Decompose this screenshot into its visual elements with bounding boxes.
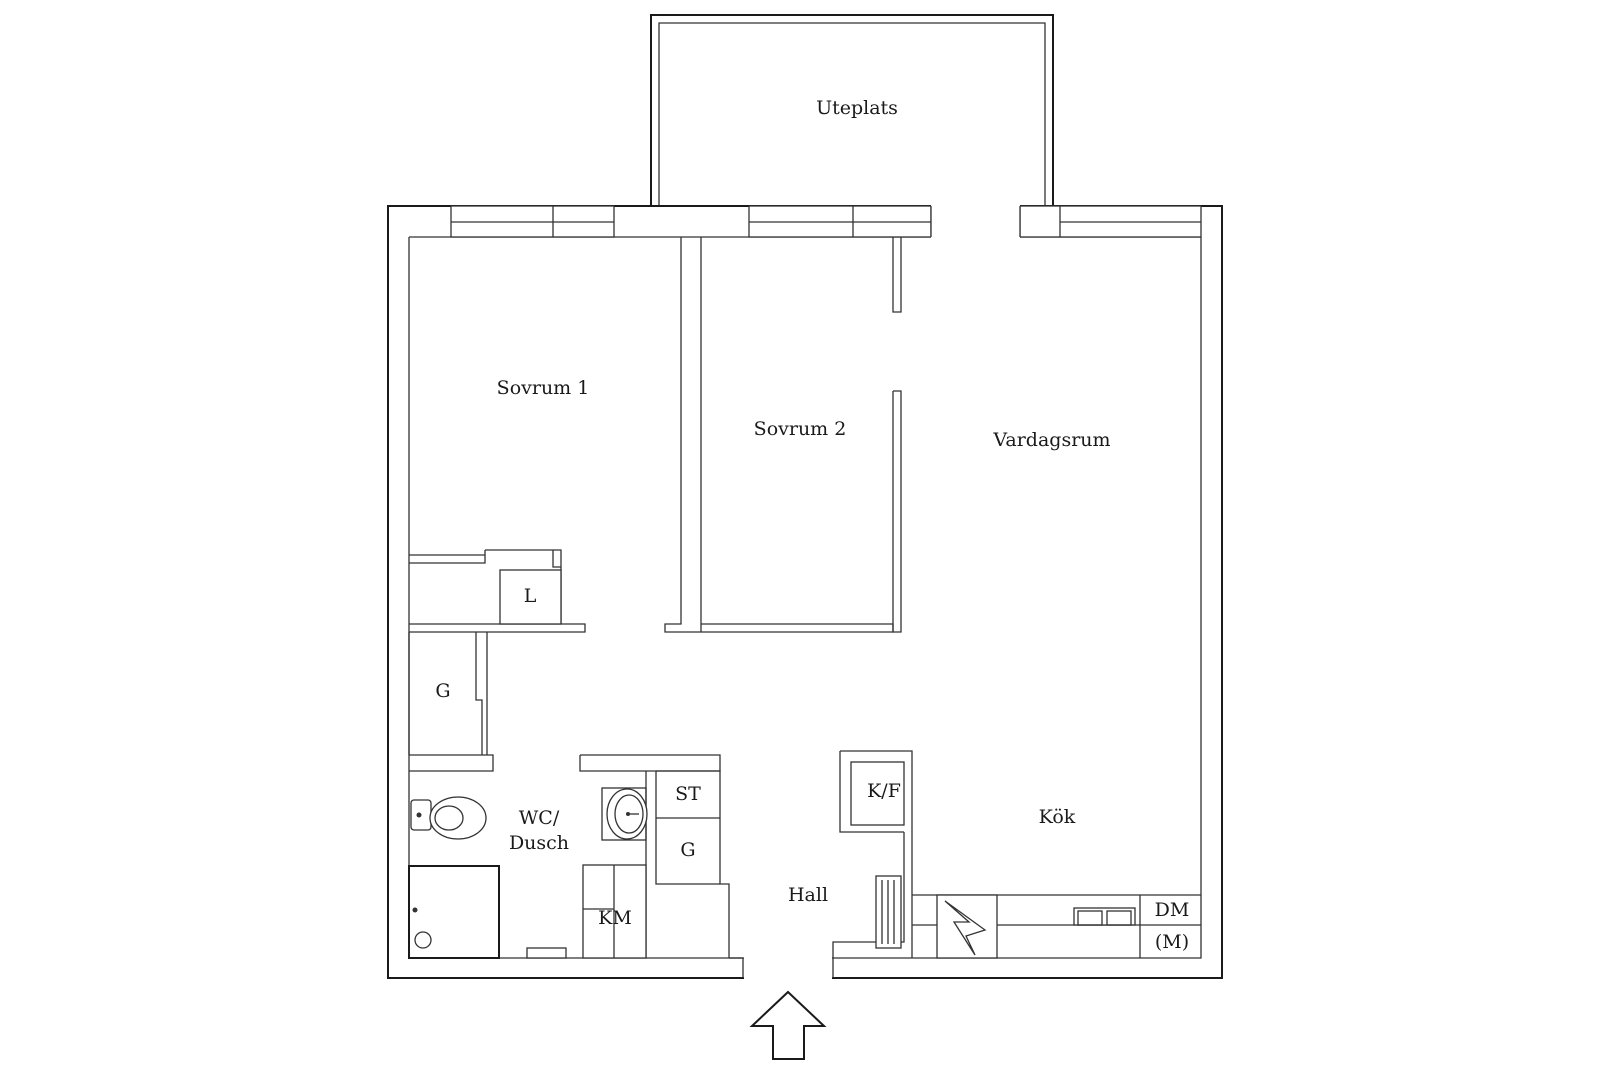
windows bbox=[450, 205, 1202, 238]
closet-linen bbox=[409, 549, 562, 625]
entrance-arrow-icon bbox=[749, 990, 827, 1060]
room-label-vardagsrum: Vardagsrum bbox=[992, 429, 1110, 451]
washing-machine bbox=[582, 864, 647, 959]
entrance bbox=[729, 832, 905, 980]
floor-drain-icon bbox=[526, 947, 567, 959]
bathroom-walls bbox=[409, 754, 721, 958]
hall-storage bbox=[655, 770, 730, 958]
toilet-icon bbox=[410, 796, 487, 840]
fixture-label-washer: KM bbox=[598, 907, 632, 929]
kitchen-counter bbox=[912, 894, 1201, 959]
room-label-kok: Kök bbox=[1039, 806, 1076, 828]
radiator-icon bbox=[875, 875, 902, 949]
bedroom-1-walls bbox=[409, 237, 702, 633]
room-label-sovrum-2: Sovrum 2 bbox=[754, 418, 847, 440]
room-label-wc-line-2: Dusch bbox=[509, 832, 569, 854]
patio-door bbox=[930, 204, 1021, 239]
room-label-hall: Hall bbox=[788, 884, 828, 906]
washbasin-icon bbox=[601, 787, 648, 841]
fixture-label-microwave: (M) bbox=[1155, 931, 1189, 953]
fixture-label-dishwasher: DM bbox=[1155, 899, 1190, 921]
fixture-label-storage: ST bbox=[675, 783, 701, 805]
shower-icon bbox=[408, 865, 500, 959]
wardrobe-left bbox=[408, 632, 488, 755]
fixture-label-fridge-freezer: K/F bbox=[867, 780, 901, 802]
fixture-label-wardrobe-hall: G bbox=[435, 680, 450, 702]
room-label-wc-line-1: WC/ bbox=[519, 807, 560, 829]
patio bbox=[650, 14, 1054, 206]
fixture-label-wardrobe-wc: G bbox=[680, 839, 695, 861]
room-label-sovrum-1: Sovrum 1 bbox=[497, 377, 590, 399]
fixture-label-linen: L bbox=[524, 585, 537, 607]
fridge-freezer bbox=[839, 750, 913, 958]
bedroom-2-walls bbox=[701, 237, 902, 633]
sink-icon bbox=[1073, 907, 1136, 926]
room-label-uteplats: Uteplats bbox=[816, 97, 898, 119]
